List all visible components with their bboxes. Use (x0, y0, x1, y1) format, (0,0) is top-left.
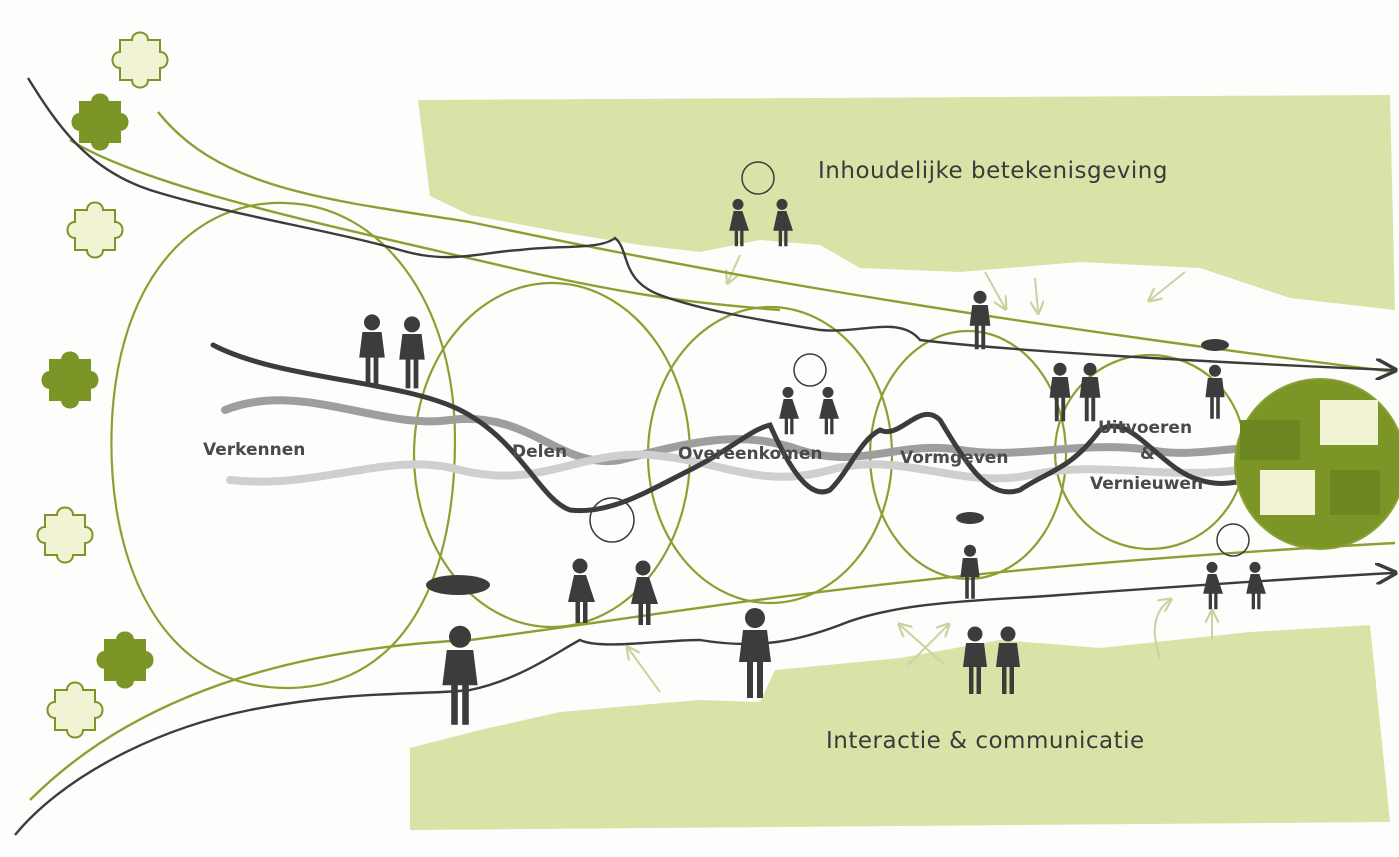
circle-verkennen (110, 201, 457, 690)
stage-overeenkomen-label: Overeenkomen (678, 444, 823, 464)
top-band (418, 95, 1395, 310)
thick-dark-line (210, 342, 1278, 514)
bottom-band (410, 625, 1390, 830)
puzzle-pieces (36, 31, 169, 739)
stage-delen-label: Delen (512, 442, 568, 462)
final-puzzle-circle (1234, 378, 1399, 550)
stage-uitvoeren-label: Uitvoeren (1098, 418, 1193, 438)
band-arrows (628, 254, 1212, 693)
stage-verkennen-label: Verkennen (203, 440, 306, 460)
stage-vormgeven-label: Vormgeven (900, 448, 1009, 468)
people-figures (359, 161, 1266, 725)
band-top-label: Inhoudelijke betekenisgeving (818, 158, 1168, 184)
stage-vernieuwen-label: Vernieuwen (1090, 474, 1204, 494)
stage-ampersand-label: & (1140, 444, 1155, 464)
dark-lines (14, 77, 1393, 836)
funnel-lines (29, 111, 1396, 801)
circle-delen (412, 281, 692, 629)
band-bottom-label: Interactie & communicatie (826, 728, 1145, 754)
